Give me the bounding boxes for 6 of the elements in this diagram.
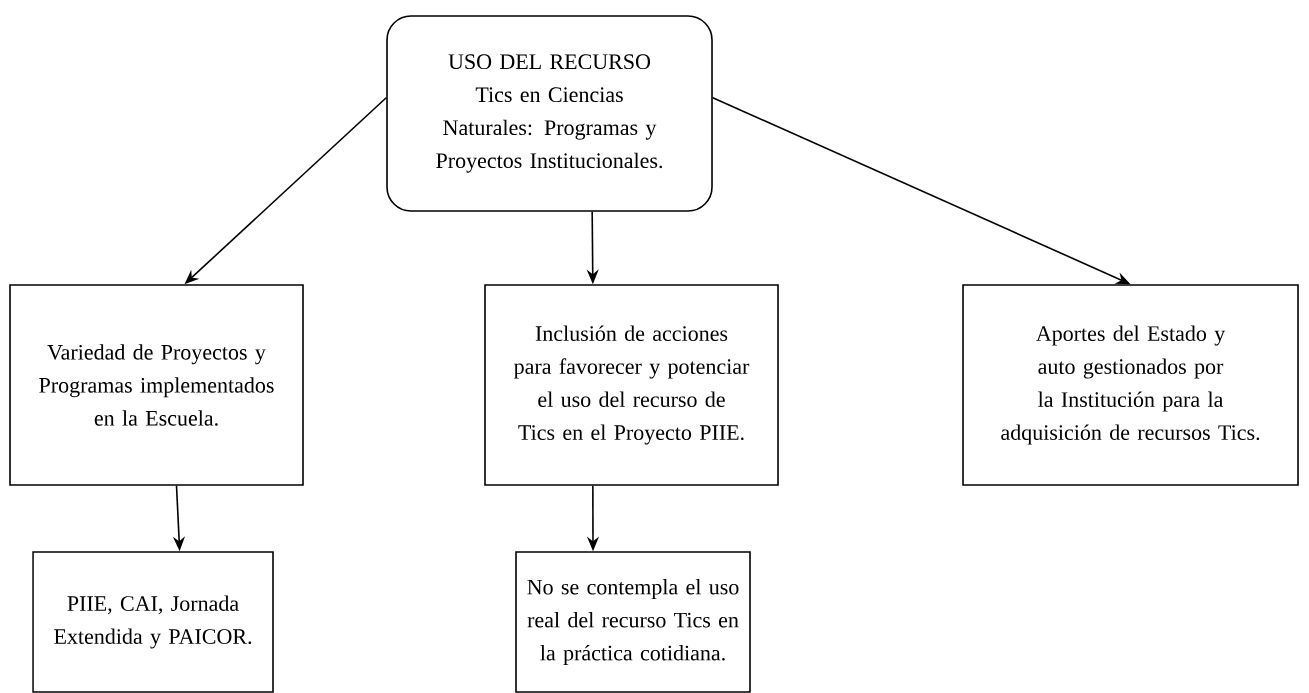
- topic-box: USO DEL RECURSO Tics en Ciencias Naturales: Programas y Proyectos Institucionales.: [386, 15, 713, 212]
- process-box: PIIE, CAI, Jornada Extendida y PAICOR.: [32, 551, 274, 693]
- process-box: Aportes del Estado y auto gestionados por la Institución para la adquisición de recursos Tics.: [962, 284, 1299, 486]
- process-box: Inclusión de acciones para favorecer y potenciar el uso del recurso de Tics en el Proyecto PIIE.: [484, 284, 779, 486]
- process-box: Variedad de Proyectos y Programas implementados en la Escuela.: [9, 284, 304, 486]
- process-box: No se contempla el uso real del recurso Tics en la práctica cotidiana.: [515, 551, 751, 693]
